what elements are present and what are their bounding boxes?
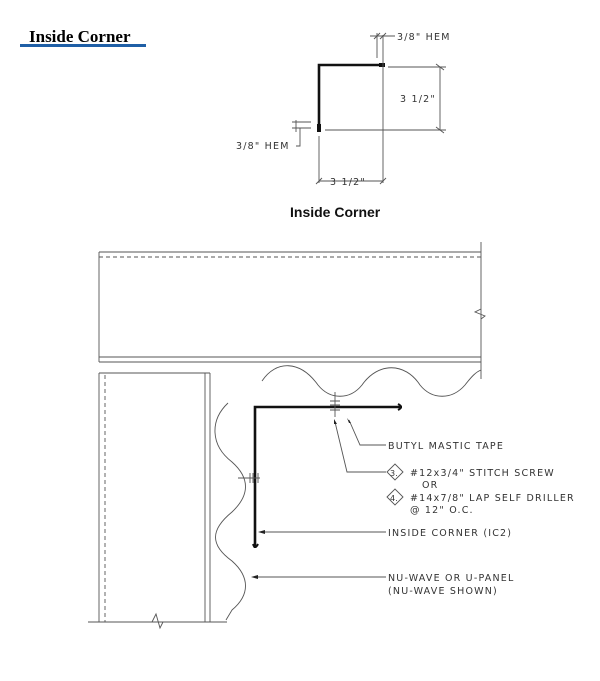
- panel-note: (NU-WAVE SHOWN): [388, 586, 498, 597]
- height-dim-label: 3 1/2": [400, 94, 436, 105]
- svg-text:3.: 3.: [390, 469, 398, 478]
- tape-label: BUTYL MASTIC TAPE: [388, 441, 504, 452]
- column: [88, 372, 227, 623]
- top-hem: [379, 63, 385, 67]
- tape-leader: [348, 419, 386, 446]
- beam: [98, 242, 482, 379]
- driller-tag: [386, 488, 404, 506]
- screw-leader: [334, 421, 386, 473]
- page-title: Inside Corner: [29, 27, 131, 46]
- top-hem-label: 3/8" HEM: [397, 32, 451, 43]
- corner-profile: [317, 63, 383, 131]
- screw-tag: [386, 463, 404, 481]
- spacing-label: @ 12" O.C.: [410, 505, 474, 516]
- side-hem-label: 3/8" HEM: [236, 141, 290, 152]
- panel-label: NU-WAVE OR U-PANEL: [388, 573, 515, 584]
- or-label: OR: [422, 480, 438, 491]
- profile-detail: 3/8" HEM 3/8" HEM 3 1/2" 3 1/2" Inside C…: [236, 32, 451, 220]
- title-underline: [20, 44, 146, 47]
- screw-label: #12x3/4" STITCH SCREW: [410, 468, 555, 479]
- side-hem: [317, 124, 321, 132]
- wall-panel: [214, 402, 246, 621]
- roof-panel: [261, 365, 482, 397]
- svg-text:4.: 4.: [390, 494, 398, 503]
- driller-label: #14x7/8" LAP SELF DRILLER: [410, 493, 575, 504]
- inside-corner-flashing: [253, 405, 402, 548]
- corner-label: INSIDE CORNER (IC2): [388, 528, 512, 539]
- wall-screw: [238, 473, 260, 483]
- profile-caption: Inside Corner: [290, 204, 381, 220]
- column-break-line: [151, 612, 164, 630]
- roof-screw: [330, 392, 340, 417]
- width-dim-label: 3 1/2": [330, 177, 366, 188]
- break-line: [473, 308, 486, 320]
- section-detail: 3. 4. BUTYL MASTIC TAPE #12x3/4" STITCH …: [88, 242, 575, 630]
